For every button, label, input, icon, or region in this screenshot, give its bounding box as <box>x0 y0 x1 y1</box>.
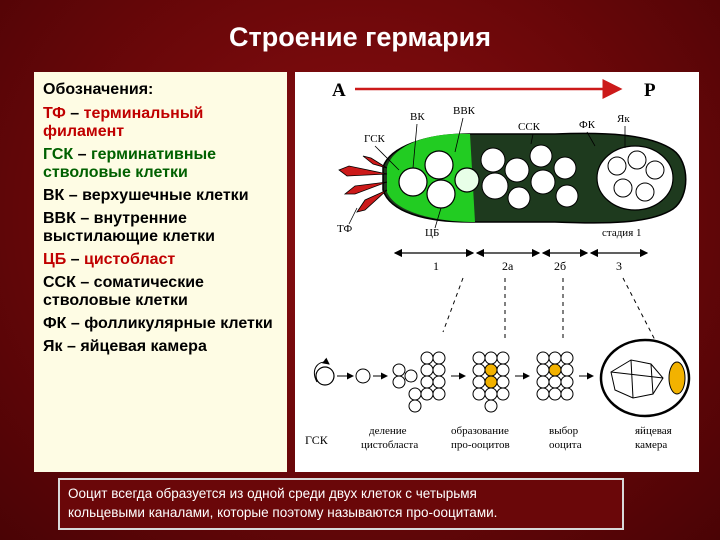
region-scale: 1 2а 2б 3 <box>393 248 649 273</box>
legend-item-tf: ТФ – терминальный филамент <box>43 105 204 140</box>
step-2-line1: образование <box>451 425 509 437</box>
region-3: 3 <box>616 259 622 273</box>
label-yak: Як <box>617 113 630 125</box>
step-4-line1: яйцевая <box>635 425 672 437</box>
caption-line-2: кольцевыми каналами, которые поэтому наз… <box>68 505 498 520</box>
region-2a: 2а <box>502 259 514 273</box>
legend-item-tsb: ЦБ – цистобласт <box>43 251 176 268</box>
axis-p-label: Р <box>644 80 656 101</box>
step-gsk: ГСК <box>305 433 329 447</box>
projection-lines <box>442 277 656 341</box>
label-tsb: ЦБ <box>425 227 439 239</box>
legend-abbr: ТФ <box>43 105 66 122</box>
legend-desc: терминальный филамент <box>43 105 204 140</box>
legend-abbr: ВВК <box>43 210 76 227</box>
label-vvk: ВВК <box>453 105 476 117</box>
diagram-svg: А Р <box>305 79 691 451</box>
legend-panel: Обозначения: ТФ – терминальный филамент … <box>34 72 287 472</box>
legend-abbr: ФК <box>43 315 67 332</box>
step-1-line2: цистобласта <box>361 439 418 451</box>
step-2-line2: про-ооцитов <box>451 439 510 451</box>
label-tf: ТФ <box>337 223 352 235</box>
legend-heading: Обозначения: <box>43 81 154 98</box>
caption-box: Ооцит всегда образуется из одной среди д… <box>58 478 624 530</box>
label-fk: ФК <box>579 119 596 131</box>
region-2b: 2б <box>554 259 566 273</box>
germarium-body <box>382 132 687 224</box>
legend-desc: внутренние выстилающие клетки <box>43 210 215 245</box>
legend-abbr: Як <box>43 338 63 355</box>
legend-desc: соматические стволовые клетки <box>43 274 204 309</box>
axis-a-label: А <box>332 80 346 101</box>
page-title: Строение гермария <box>228 22 492 52</box>
legend-desc: верхушечные клетки <box>82 187 249 204</box>
label-leader-lines <box>348 117 626 229</box>
germarium-diagram: А Р <box>295 72 699 472</box>
legend-desc: яйцевая камера <box>80 338 207 355</box>
step-3-line1: выбор <box>549 425 579 437</box>
step-4-line2: камера <box>635 439 667 451</box>
caption-line-1: Ооцит всегда образуется из одной среди д… <box>68 486 477 501</box>
legend-abbr: ВК <box>43 187 65 204</box>
legend-abbr: ГСК <box>43 146 74 163</box>
terminal-filament <box>338 155 388 213</box>
label-ssk: ССК <box>518 121 541 133</box>
legend-item-gsk: ГСК – герминативные стволовые клетки <box>43 146 217 181</box>
label-gsk: ГСК <box>364 133 386 145</box>
legend-desc: герминативные стволовые клетки <box>43 146 217 181</box>
legend-abbr: ЦБ <box>43 251 67 268</box>
region-1: 1 <box>433 259 439 273</box>
legend-item-fk: ФК – фолликулярные клетки <box>43 315 273 332</box>
legend-item-vk: ВК – верхушечные клетки <box>43 187 249 204</box>
legend-item-vvk: ВВК – внутренние выстилающие клетки <box>43 210 215 245</box>
label-vk: ВК <box>410 111 425 123</box>
legend-item-yak: Як – яйцевая камера <box>43 338 207 355</box>
legend-item-ssk: ССК – соматические стволовые клетки <box>43 274 204 309</box>
legend-desc: цистобласт <box>83 251 176 268</box>
step-3-line2: ооцита <box>549 439 582 451</box>
process-row <box>313 338 691 418</box>
label-stage1: стадия 1 <box>602 227 642 239</box>
legend-desc: фолликулярные клетки <box>84 315 273 332</box>
step-1-line1: деление <box>369 425 407 437</box>
legend-abbr: ССК <box>43 274 76 291</box>
